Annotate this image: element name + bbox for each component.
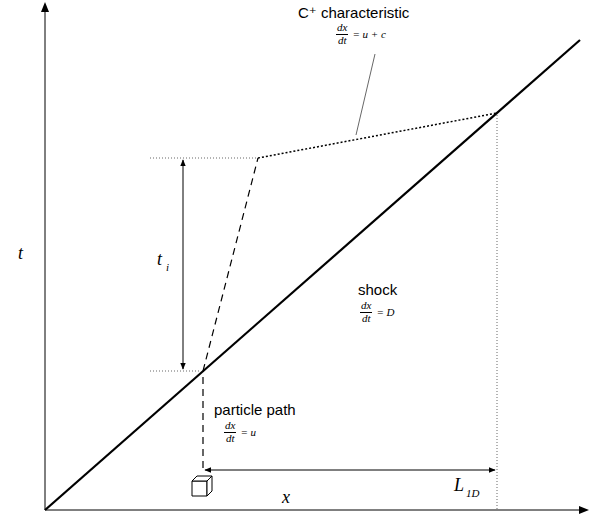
fraction: dxdt = D bbox=[360, 300, 395, 324]
x-axis bbox=[45, 510, 584, 511]
label-text: dt bbox=[338, 35, 347, 47]
label-text: L bbox=[454, 476, 464, 494]
label-text: dx bbox=[224, 420, 236, 433]
guide-line bbox=[150, 371, 201, 372]
label-text: 1D bbox=[466, 488, 479, 499]
particle-path bbox=[202, 371, 203, 468]
dimension-arrow bbox=[205, 470, 495, 471]
label-text: dx bbox=[360, 300, 372, 313]
axis-arrowhead bbox=[579, 506, 589, 514]
t-axis bbox=[45, 6, 46, 510]
fraction-column: dxdt bbox=[224, 420, 236, 444]
label-text: dt bbox=[362, 313, 371, 325]
label-text: = u bbox=[240, 426, 256, 438]
particle-path bbox=[203, 158, 258, 371]
guide-line bbox=[150, 158, 256, 159]
label-text: C⁺ characteristic bbox=[298, 5, 409, 20]
label-text: t bbox=[18, 244, 23, 262]
label-text: dx bbox=[336, 22, 348, 35]
guide-line bbox=[497, 115, 498, 509]
label-text: particle path bbox=[214, 402, 296, 417]
fraction: dxdt = u bbox=[224, 420, 256, 444]
label-text: = D bbox=[376, 306, 394, 318]
particle-cube bbox=[192, 476, 212, 496]
label-text: t bbox=[157, 250, 162, 268]
shock-line bbox=[45, 40, 580, 510]
leader-line bbox=[356, 54, 375, 135]
label-text: shock bbox=[358, 282, 397, 297]
label-text: dt bbox=[226, 433, 235, 445]
fraction: dxdt = u + c bbox=[336, 22, 386, 46]
dimension-arrow bbox=[183, 160, 184, 369]
fraction-column: dxdt bbox=[360, 300, 372, 324]
label-text: x bbox=[282, 488, 290, 506]
fraction-column: dxdt bbox=[336, 22, 348, 46]
label-text: i bbox=[166, 262, 169, 273]
c-plus-characteristic bbox=[258, 113, 497, 158]
axis-arrowhead bbox=[41, 2, 49, 12]
label-text: = u + c bbox=[352, 28, 385, 40]
